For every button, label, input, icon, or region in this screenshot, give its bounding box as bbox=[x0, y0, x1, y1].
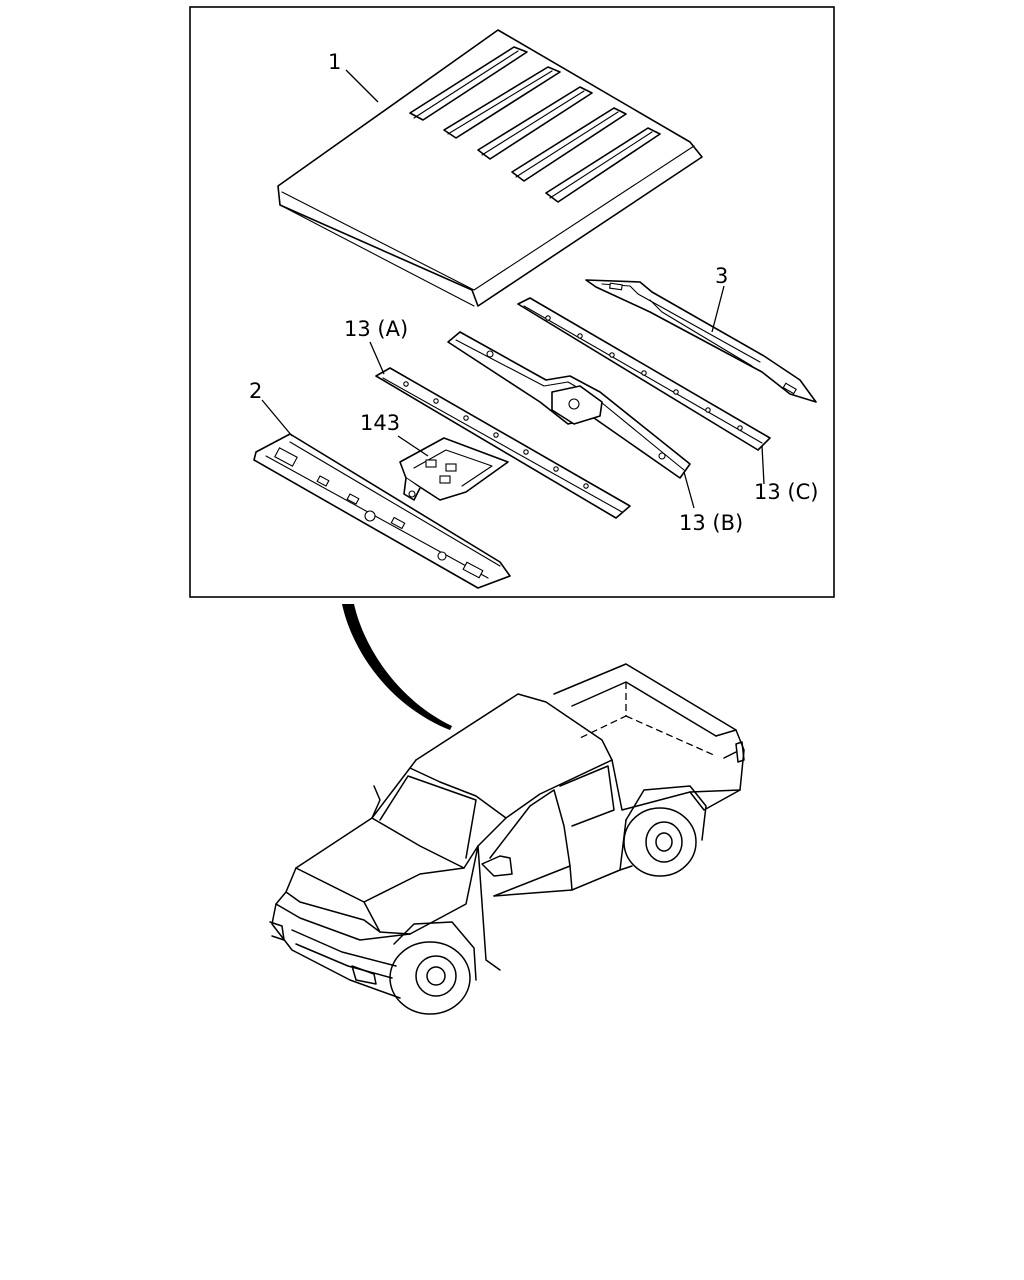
roof-bracket[interactable] bbox=[399, 437, 509, 501]
roof-rib bbox=[477, 86, 593, 160]
leader-rear-header bbox=[711, 285, 725, 333]
leader-bow-c bbox=[761, 445, 765, 485]
callout-front-header: 2 bbox=[249, 379, 262, 403]
detail-frame bbox=[189, 6, 835, 598]
callout-roof-panel: 1 bbox=[328, 50, 341, 74]
leader-front-header bbox=[261, 399, 293, 437]
leader-bow-a bbox=[369, 341, 385, 375]
callout-bow-c: 13 (C) bbox=[754, 480, 818, 504]
roof-bow-b[interactable] bbox=[447, 331, 691, 479]
roof-rib bbox=[443, 66, 561, 139]
leader-roof-panel bbox=[345, 69, 379, 103]
callout-bracket: 143 bbox=[360, 411, 400, 435]
roof-bow-a[interactable] bbox=[375, 367, 631, 519]
callout-bow-b: 13 (B) bbox=[679, 511, 743, 535]
roof-bow-c[interactable] bbox=[517, 297, 771, 451]
leader-bow-b bbox=[683, 471, 695, 509]
roof-panel[interactable] bbox=[277, 29, 703, 307]
leader-bracket bbox=[397, 435, 429, 457]
rear-header-panel[interactable] bbox=[585, 279, 817, 403]
pickup-truck-illustration bbox=[269, 663, 745, 1015]
roof-rib bbox=[511, 107, 627, 182]
roof-rib bbox=[545, 127, 661, 203]
roof-rib bbox=[409, 46, 528, 121]
callout-rear-header: 3 bbox=[715, 264, 728, 288]
front-header-panel[interactable] bbox=[253, 433, 511, 589]
pointer-arc bbox=[342, 604, 452, 730]
callout-bow-a: 13 (A) bbox=[344, 317, 408, 341]
